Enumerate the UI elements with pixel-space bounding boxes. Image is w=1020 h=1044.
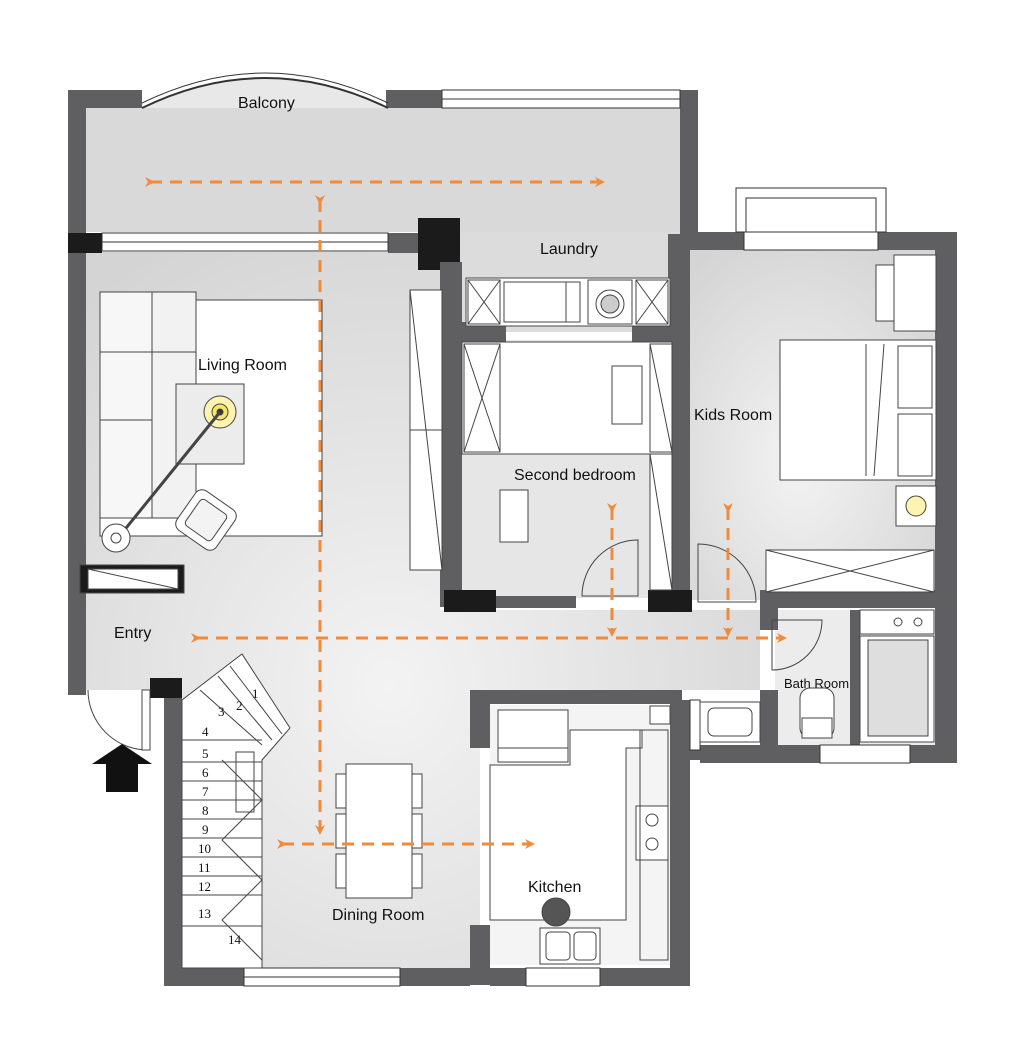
stair-step-number: 14	[228, 932, 242, 947]
stair-step-number: 3	[218, 704, 225, 719]
desk	[893, 254, 937, 332]
stair-step-number: 9	[202, 822, 209, 837]
stair-step-labels: 1 2 3 4 5 6 7 8 9 10 11 12 13 14	[198, 686, 259, 947]
kitchen-fixtures	[489, 705, 671, 965]
armchair-icon	[175, 489, 237, 551]
dining-table	[335, 763, 423, 899]
balcony-label: Balcony	[238, 95, 295, 112]
kitchen-label: Kitchen	[528, 879, 581, 896]
stair-step-number: 5	[202, 746, 209, 761]
living-room-label: Living Room	[198, 357, 287, 374]
staircase	[181, 653, 291, 969]
stair-step-number: 4	[202, 724, 209, 739]
dining-room-label: Dining Room	[332, 907, 424, 924]
stair-step-number: 10	[198, 841, 211, 856]
bathroom-fixtures	[699, 609, 935, 743]
person-icon	[541, 897, 571, 927]
fridge	[497, 709, 569, 763]
kids-room-label: Kids Room	[694, 407, 772, 424]
stair-step-number: 13	[198, 906, 211, 921]
stair-step-number: 1	[252, 686, 259, 701]
stair-step-number: 12	[198, 879, 211, 894]
living-room-furniture	[79, 289, 443, 594]
stair-step-number: 6	[202, 765, 209, 780]
laundry-furniture	[465, 277, 671, 327]
stair-step-number: 8	[202, 803, 209, 818]
circulation-arrows	[145, 177, 787, 849]
second-bedroom-furniture	[461, 341, 673, 597]
balcony-floor	[86, 108, 680, 232]
entry-label: Entry	[114, 625, 151, 642]
kids-room-furniture	[697, 254, 937, 603]
room-labels: Balcony Laundry Living Room Second bedro…	[114, 95, 849, 924]
stair-step-number: 7	[202, 784, 209, 799]
entry-door	[87, 689, 151, 751]
bath-room-label: Bath Room	[784, 676, 849, 691]
stair-step-number: 2	[236, 698, 243, 713]
stair-step-number: 11	[198, 860, 211, 875]
laundry-label: Laundry	[540, 241, 598, 258]
second-bedroom-label: Second bedroom	[514, 467, 636, 484]
entry-arrow-icon	[92, 744, 152, 792]
